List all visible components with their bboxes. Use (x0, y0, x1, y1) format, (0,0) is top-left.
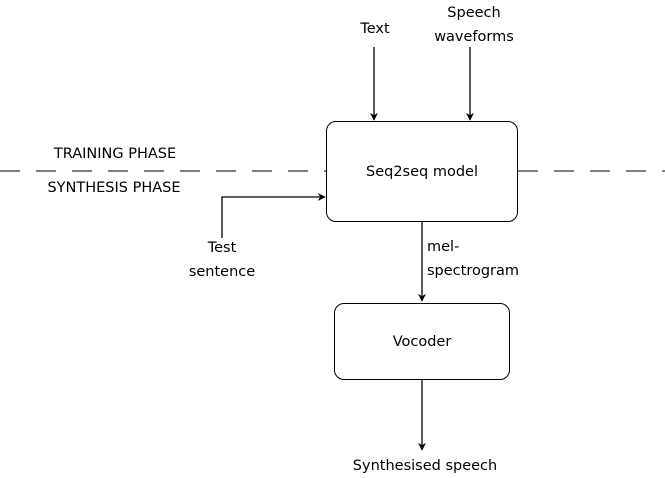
training-phase-label: TRAINING PHASE (53, 146, 177, 162)
test-sentence-label: Test sentence (172, 236, 272, 284)
speech-waveforms-label: Speech waveforms (412, 1, 536, 49)
speech-waveforms-line1: Speech (447, 5, 501, 21)
seq2seq-model-box: Seq2seq model (326, 121, 518, 222)
text-input-label: Text (360, 21, 390, 37)
seq2seq-model-label: Seq2seq model (366, 163, 478, 180)
speech-waveforms-line2: waveforms (434, 29, 514, 45)
test-sentence-line2: sentence (188, 264, 256, 280)
synthesised-speech-label: Synthesised speech (352, 458, 498, 474)
mel-spectrogram-line1: mel- (427, 239, 460, 255)
mel-spectrogram-label: mel- spectrogram (427, 235, 567, 283)
mel-spectrogram-line2: spectrogram (427, 263, 520, 279)
vocoder-label: Vocoder (392, 333, 452, 350)
vocoder-box: Vocoder (334, 303, 510, 380)
synthesis-phase-label: SYNTHESIS PHASE (47, 180, 181, 196)
test-sentence-line1: Test (207, 240, 237, 256)
test-sentence-to-model-arrow (221, 193, 326, 238)
